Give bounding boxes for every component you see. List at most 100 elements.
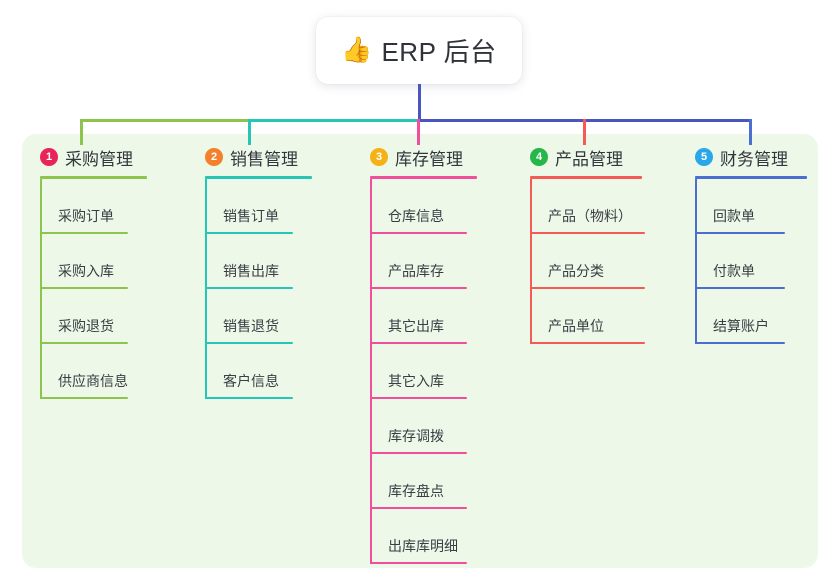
branch-item-label: 付款单 bbox=[713, 263, 755, 279]
branch-item[interactable]: 采购退货 bbox=[40, 289, 147, 344]
branch-item-rule bbox=[40, 232, 128, 234]
branch-item[interactable]: 销售出库 bbox=[205, 234, 312, 289]
branch-item-label: 仓库信息 bbox=[388, 208, 444, 224]
branch-item-rule bbox=[370, 232, 467, 234]
branch-header-4[interactable]: 4 产品管理 bbox=[530, 144, 642, 170]
branch-item-rule bbox=[40, 342, 128, 344]
branch-item-rule bbox=[530, 342, 645, 344]
branch-item-rule bbox=[205, 232, 293, 234]
branch-item-label: 客户信息 bbox=[223, 373, 279, 389]
branch-spine bbox=[695, 179, 697, 344]
branch-item-label: 采购订单 bbox=[58, 208, 114, 224]
branch-item[interactable]: 供应商信息 bbox=[40, 344, 147, 399]
branch-item-label: 其它出库 bbox=[388, 318, 444, 334]
branch-item-list: 回款单付款单结算账户 bbox=[695, 179, 807, 344]
branch-item-label: 销售出库 bbox=[223, 263, 279, 279]
branch-item-label: 采购入库 bbox=[58, 263, 114, 279]
branch-item[interactable]: 产品（物料） bbox=[530, 179, 645, 234]
branch-item[interactable]: 采购入库 bbox=[40, 234, 147, 289]
branch-item-list: 采购订单采购入库采购退货供应商信息 bbox=[40, 179, 147, 399]
branch-column-2: 2 销售管理销售订单销售出库销售退货客户信息 bbox=[205, 144, 312, 399]
branch-item-label: 回款单 bbox=[713, 208, 755, 224]
branch-item[interactable]: 出库库明细 bbox=[370, 509, 477, 564]
branch-header-rule bbox=[695, 176, 807, 179]
branch-item-label: 销售退货 bbox=[223, 318, 279, 334]
branch-item-list: 销售订单销售出库销售退货客户信息 bbox=[205, 179, 312, 399]
branch-item[interactable]: 采购订单 bbox=[40, 179, 147, 234]
branch-item-label: 产品（物料） bbox=[548, 208, 632, 224]
branch-item[interactable]: 产品库存 bbox=[370, 234, 477, 289]
branch-header-rule bbox=[370, 176, 477, 179]
branch-item-label: 采购退货 bbox=[58, 318, 114, 334]
branch-item-rule bbox=[530, 232, 645, 234]
branch-item-label: 结算账户 bbox=[713, 318, 769, 334]
branch-item-label: 其它入库 bbox=[388, 373, 444, 389]
branch-item-label: 供应商信息 bbox=[58, 373, 128, 389]
branch-spine bbox=[370, 179, 372, 564]
branch-item-rule bbox=[205, 342, 293, 344]
branch-column-4: 4 产品管理产品（物料） 产品分类产品单位 bbox=[530, 144, 645, 344]
root-node-erp-backend[interactable]: 👍 ERP 后台 bbox=[316, 17, 522, 84]
branch-item-label: 库存调拨 bbox=[388, 428, 444, 444]
branch-item[interactable]: 产品单位 bbox=[530, 289, 645, 344]
branch-item-label: 产品单位 bbox=[548, 318, 604, 334]
branch-column-5: 5 财务管理回款单付款单结算账户 bbox=[695, 144, 807, 344]
branch-number-badge: 4 bbox=[530, 148, 548, 166]
branch-item-rule bbox=[205, 287, 293, 289]
branch-item-rule bbox=[530, 287, 645, 289]
branch-item-rule bbox=[370, 507, 467, 509]
branch-number-badge: 3 bbox=[370, 148, 388, 166]
branch-item-rule bbox=[40, 397, 128, 399]
branch-title: 产品管理 bbox=[555, 149, 623, 169]
branch-item-label: 产品分类 bbox=[548, 263, 604, 279]
branch-title: 财务管理 bbox=[720, 149, 788, 169]
branch-title: 销售管理 bbox=[230, 149, 298, 169]
branch-title: 库存管理 bbox=[395, 149, 463, 169]
branch-item[interactable]: 销售退货 bbox=[205, 289, 312, 344]
branch-item[interactable]: 仓库信息 bbox=[370, 179, 477, 234]
branch-item-rule bbox=[40, 287, 128, 289]
branch-header-rule bbox=[530, 176, 642, 179]
branch-item[interactable]: 库存调拨 bbox=[370, 399, 477, 454]
branch-item-label: 库存盘点 bbox=[388, 483, 444, 499]
branch-item[interactable]: 产品分类 bbox=[530, 234, 645, 289]
branch-item[interactable]: 回款单 bbox=[695, 179, 807, 234]
branch-item-rule bbox=[370, 562, 467, 564]
branch-header-rule bbox=[205, 176, 312, 179]
branch-number-badge: 2 bbox=[205, 148, 223, 166]
branch-item-rule bbox=[205, 397, 293, 399]
branch-number-badge: 1 bbox=[40, 148, 58, 166]
branch-header-3[interactable]: 3 库存管理 bbox=[370, 144, 477, 170]
root-node-content: 👍 ERP 后台 bbox=[341, 32, 496, 69]
branch-item[interactable]: 其它出库 bbox=[370, 289, 477, 344]
branch-number-badge: 5 bbox=[695, 148, 713, 166]
branch-header-2[interactable]: 2 销售管理 bbox=[205, 144, 312, 170]
branch-title: 采购管理 bbox=[65, 149, 133, 169]
branch-item-rule bbox=[370, 397, 467, 399]
branch-item[interactable]: 结算账户 bbox=[695, 289, 807, 344]
branch-header-1[interactable]: 1 采购管理 bbox=[40, 144, 147, 170]
branch-item-rule bbox=[370, 287, 467, 289]
branch-item-label: 产品库存 bbox=[388, 263, 444, 279]
branch-item-label: 销售订单 bbox=[223, 208, 279, 224]
branch-item-rule bbox=[370, 342, 467, 344]
branch-item-list: 产品（物料） 产品分类产品单位 bbox=[530, 179, 645, 344]
branch-column-3: 3 库存管理仓库信息产品库存其它出库其它入库库存调拨库存盘点出库库明细 bbox=[370, 144, 477, 564]
branch-spine bbox=[205, 179, 207, 399]
branch-item-rule bbox=[370, 452, 467, 454]
branch-header-rule bbox=[40, 176, 147, 179]
branch-item-rule bbox=[695, 342, 785, 344]
branch-item[interactable]: 付款单 bbox=[695, 234, 807, 289]
branch-item[interactable]: 销售订单 bbox=[205, 179, 312, 234]
root-node-label: ERP 后台 bbox=[381, 37, 497, 67]
branch-item-rule bbox=[695, 287, 785, 289]
thumbs-up-icon: 👍 bbox=[341, 36, 373, 64]
branch-header-5[interactable]: 5 财务管理 bbox=[695, 144, 807, 170]
branch-item[interactable]: 其它入库 bbox=[370, 344, 477, 399]
branch-item[interactable]: 库存盘点 bbox=[370, 454, 477, 509]
branch-item-rule bbox=[695, 232, 785, 234]
branch-column-1: 1 采购管理采购订单采购入库采购退货供应商信息 bbox=[40, 144, 147, 399]
branch-item-label: 出库库明细 bbox=[388, 538, 458, 554]
branch-item[interactable]: 客户信息 bbox=[205, 344, 312, 399]
